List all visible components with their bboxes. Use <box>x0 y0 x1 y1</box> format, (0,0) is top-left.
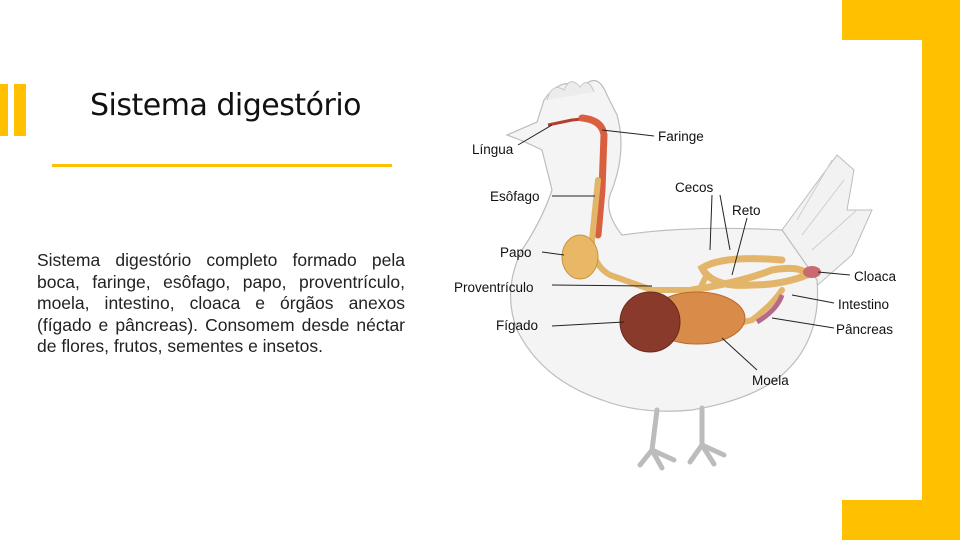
label-intestino: Intestino <box>838 297 889 312</box>
label-proventriculo: Proventrículo <box>454 280 534 295</box>
label-esofago: Esôfago <box>490 189 540 204</box>
label-figado: Fígado <box>496 318 538 333</box>
title-accent-bar <box>0 84 8 136</box>
label-reto: Reto <box>732 203 761 218</box>
label-pancreas: Pâncreas <box>836 322 893 337</box>
title-underline <box>52 164 392 167</box>
label-moela: Moela <box>752 373 789 388</box>
slide-title: Sistema digestório <box>90 88 361 123</box>
crop-shape <box>562 235 598 279</box>
label-cecos: Cecos <box>675 180 714 195</box>
label-lingua: Língua <box>472 142 514 157</box>
label-papo: Papo <box>500 245 532 260</box>
title-accent-bar <box>14 84 26 136</box>
label-cloaca: Cloaca <box>854 269 897 284</box>
liver-shape <box>620 292 680 352</box>
slide-body-text: Sistema digestório completo formado pela… <box>37 250 405 358</box>
chicken-digestive-diagram: Língua Faringe Esôfago Cecos Reto Papo P… <box>452 60 922 500</box>
label-faringe: Faringe <box>658 129 704 144</box>
